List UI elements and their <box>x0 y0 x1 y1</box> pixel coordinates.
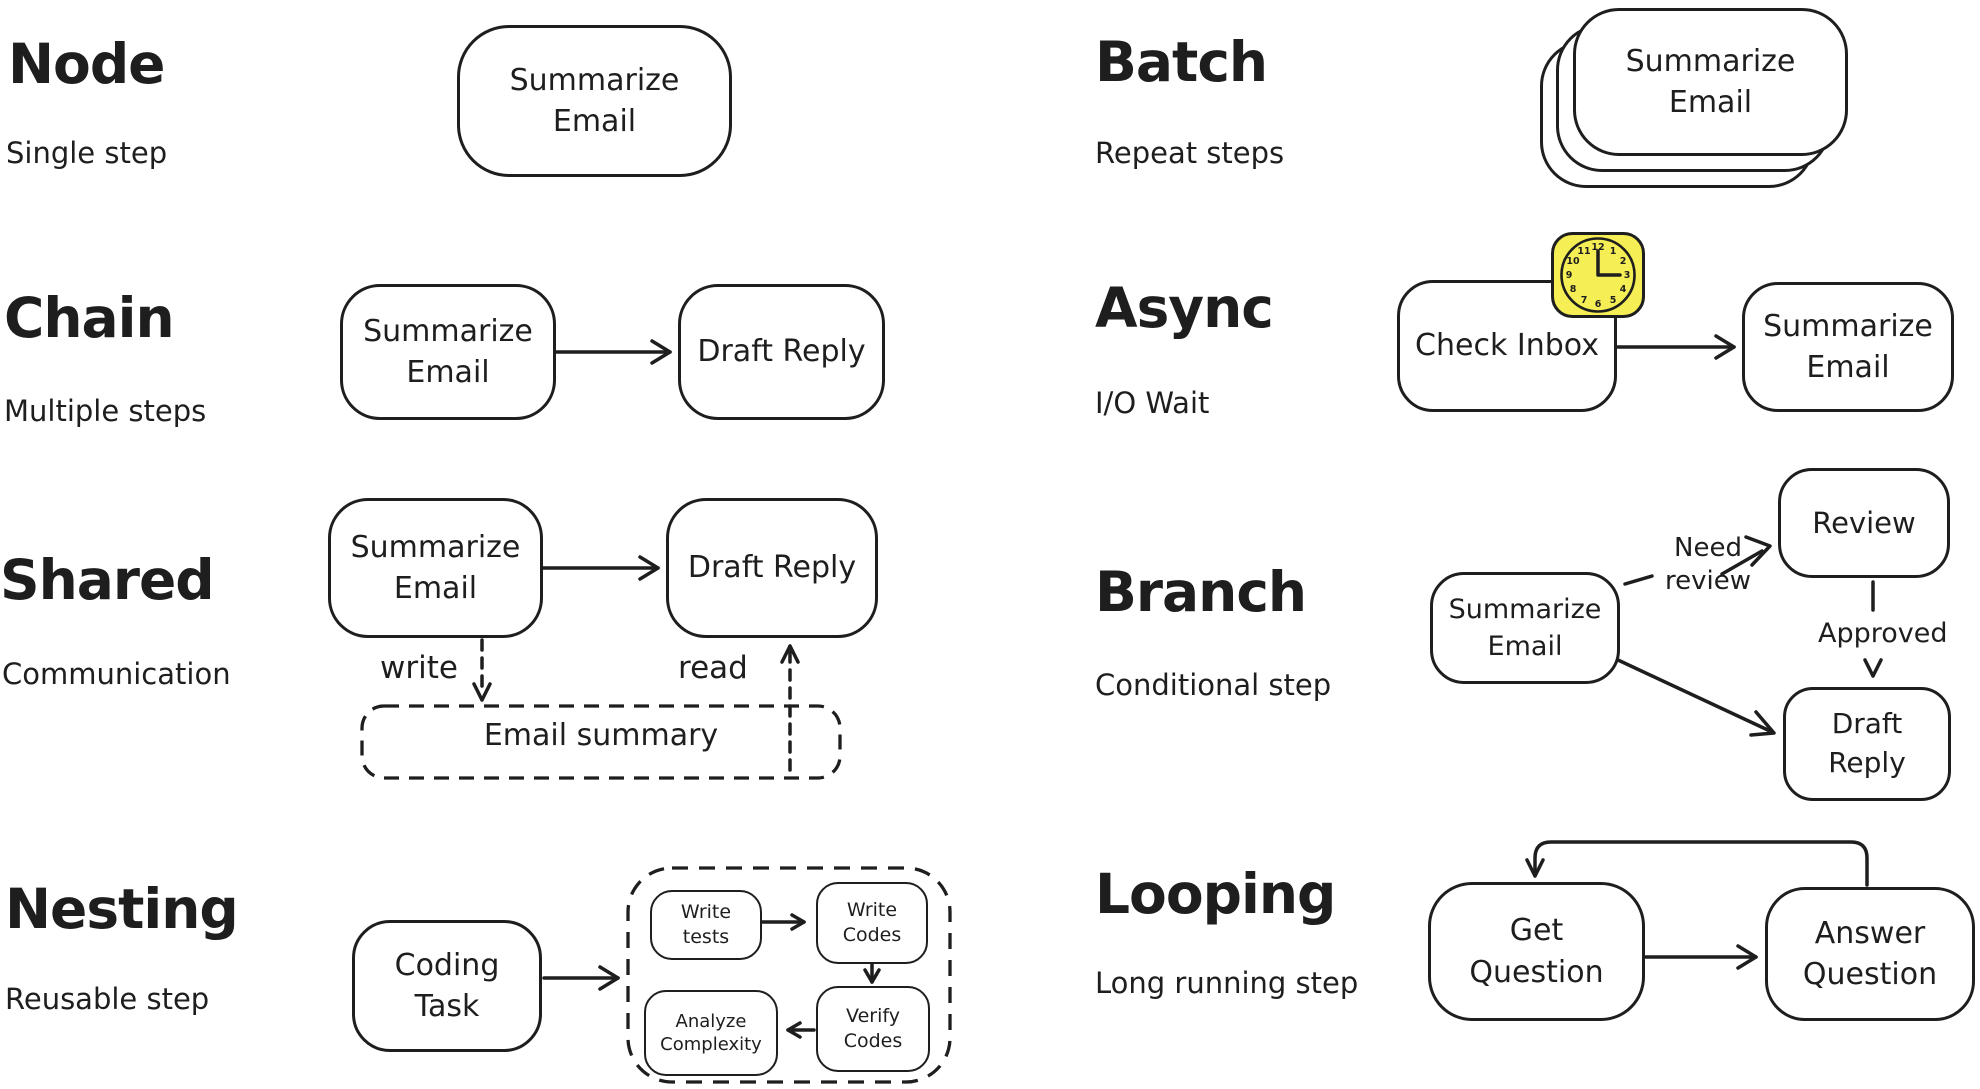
nesting-write-codes-box: Write Codes <box>816 882 928 964</box>
looping-back-edge <box>1533 840 1869 887</box>
looping-arrowhead <box>1736 944 1758 970</box>
nesting-title: Nesting <box>5 877 239 941</box>
shared-step1-box: Summarize Email <box>328 498 543 638</box>
branch-subtitle: Conditional step <box>1095 668 1332 702</box>
looping-get-question-box: Get Question <box>1428 882 1645 1021</box>
nesting-write-tests-box: Write tests <box>650 890 762 960</box>
async-arrowhead <box>1714 334 1736 360</box>
looping-answer-question-box: Answer Question <box>1765 887 1975 1021</box>
async-title: Async <box>1095 276 1274 340</box>
chain-subtitle: Multiple steps <box>4 394 207 428</box>
branch-need-review-arrow <box>1720 549 1764 576</box>
chain-arrowhead <box>650 339 672 365</box>
branch-approved-label: Approved <box>1818 618 1948 649</box>
shared-step2-box: Draft Reply <box>666 498 878 638</box>
batch-title: Batch <box>1095 30 1268 94</box>
chain-step2-box: Draft Reply <box>678 284 885 420</box>
svg-text:4: 4 <box>1620 284 1627 295</box>
verify-codes-to-analyze-arrowhead <box>786 1021 802 1039</box>
async-summarize-email-box: Summarize Email <box>1742 282 1954 412</box>
shared-title: Shared <box>0 548 215 612</box>
nesting-verify-codes-box: Verify Codes <box>816 986 930 1072</box>
svg-text:11: 11 <box>1577 246 1590 257</box>
node-subtitle: Single step <box>6 136 168 170</box>
branch-summarize-email-box: Summarize Email <box>1430 572 1620 684</box>
svg-text:6: 6 <box>1595 299 1602 310</box>
branch-diagonal-arrow <box>1616 658 1772 733</box>
chain-step1-box: Summarize Email <box>340 284 556 420</box>
nesting-analyze-complexity-box: Analyze Complexity <box>644 990 778 1076</box>
branch-draft-reply-box: Draft Reply <box>1783 687 1951 801</box>
branch-approved-arrowhead <box>1863 658 1883 678</box>
batch-subtitle: Repeat steps <box>1095 136 1285 170</box>
svg-text:5: 5 <box>1610 295 1617 306</box>
node-step-box: Summarize Email <box>457 25 732 177</box>
shared-write-arrowhead <box>472 682 492 702</box>
shared-store-outline <box>360 704 842 780</box>
looping-subtitle: Long running step <box>1095 966 1359 1000</box>
svg-text:7: 7 <box>1581 295 1588 306</box>
shared-read-arrowhead <box>780 644 800 664</box>
looping-back-arrowhead <box>1525 858 1545 878</box>
shared-subtitle: Communication <box>2 657 231 691</box>
looping-title: Looping <box>1095 862 1336 926</box>
branch-need-review-dash <box>1623 574 1654 586</box>
async-subtitle: I/O Wait <box>1095 386 1210 420</box>
shared-store-label: Email summary <box>483 718 719 753</box>
nesting-arrowhead <box>598 965 620 991</box>
node-title: Node <box>8 32 165 96</box>
shared-write-label: write <box>380 650 458 686</box>
branch-title: Branch <box>1095 560 1307 624</box>
clock-icon: 12 1 2 3 4 5 6 7 8 9 10 11 <box>1551 232 1645 318</box>
svg-text:2: 2 <box>1620 256 1627 267</box>
write-tests-to-write-codes-arrowhead <box>790 913 806 931</box>
shared-arrowhead <box>638 555 660 581</box>
nesting-outer-step-box: Coding Task <box>352 920 542 1052</box>
branch-need-review-label: Need review <box>1665 533 1751 596</box>
svg-text:8: 8 <box>1570 284 1577 295</box>
branch-need-review-arrowhead <box>1744 535 1772 567</box>
svg-text:10: 10 <box>1566 256 1580 267</box>
nesting-container-outline <box>626 866 952 1084</box>
chain-title: Chain <box>4 286 175 350</box>
batch-card-top: Summarize Email <box>1573 8 1848 156</box>
svg-text:9: 9 <box>1566 270 1573 281</box>
branch-review-box: Review <box>1778 468 1950 578</box>
write-codes-to-verify-codes-arrowhead <box>863 968 881 984</box>
shared-read-label: read <box>678 650 748 686</box>
svg-text:1: 1 <box>1610 246 1617 257</box>
svg-text:12: 12 <box>1591 242 1604 253</box>
svg-text:3: 3 <box>1624 270 1631 281</box>
nesting-subtitle: Reusable step <box>5 982 210 1016</box>
branch-diagonal-arrowhead <box>1749 710 1776 737</box>
